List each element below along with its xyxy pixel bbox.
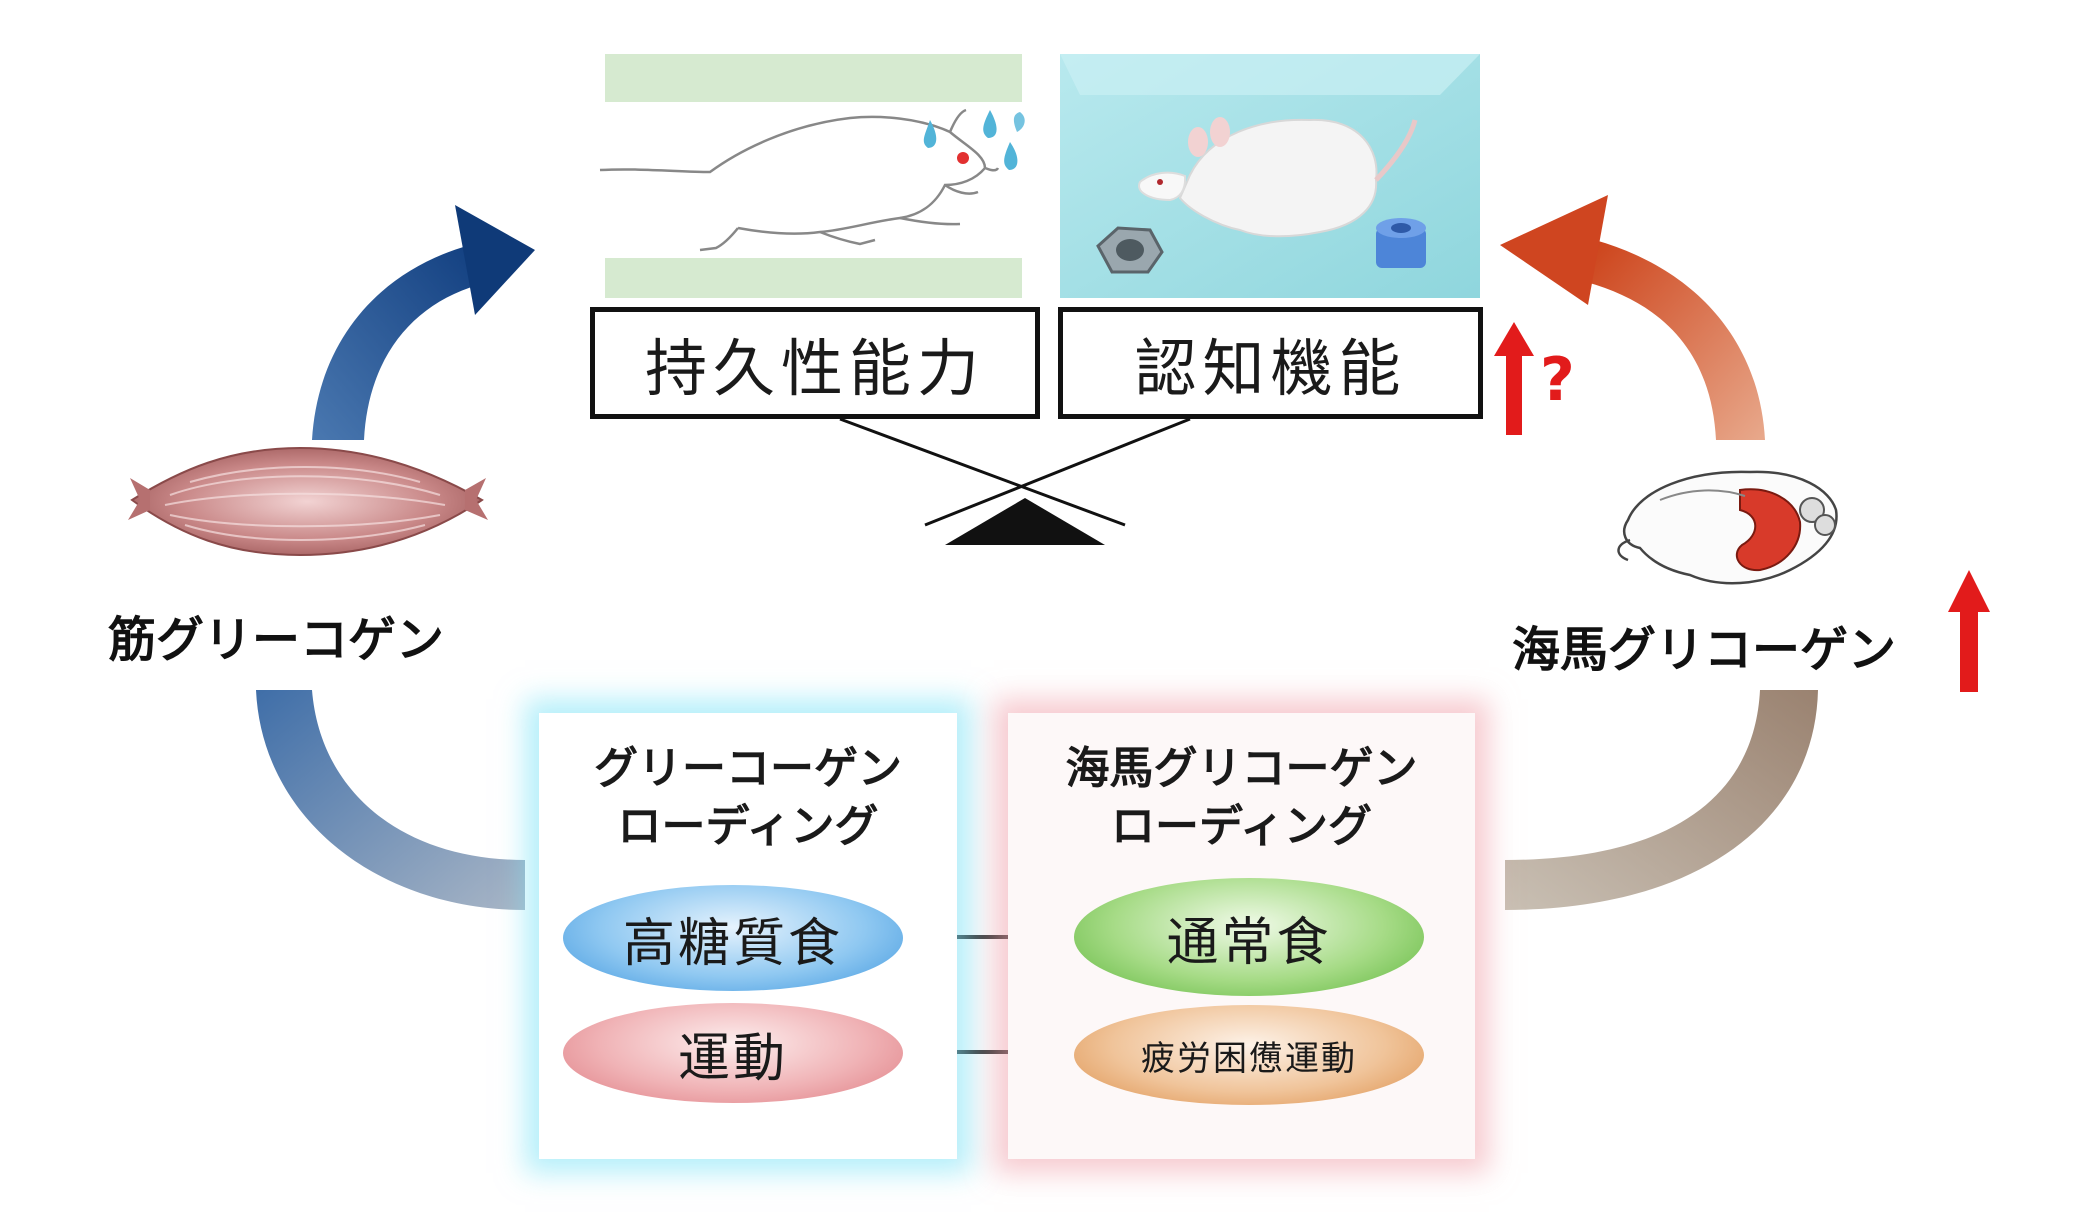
panel-title-line2: ローディング (617, 801, 879, 852)
glycogen-loading-panel: グリーコーゲン ローディング 高糖質食 運動 (539, 713, 957, 1159)
high-carb-diet-oval: 高糖質食 (563, 885, 903, 991)
red-up-arrow-hippocampus (1948, 570, 1990, 692)
blue-cylinder-object (1376, 218, 1426, 268)
exhaustive-exercise-oval: 疲労困憊運動 (1074, 1005, 1424, 1105)
balance-scale-icon (839, 417, 1191, 545)
orange-curved-arrow-up (1500, 195, 1765, 440)
panel-title-line1: グリーコーゲン (594, 743, 902, 794)
panel-title-line2: ローディング (1111, 801, 1372, 852)
blue-curved-arrow-up (312, 205, 535, 440)
brain-hippocampus-icon (1617, 470, 1838, 585)
rat-treadmill-illustration (599, 54, 1025, 298)
rat-object-recognition-photo (1060, 54, 1480, 298)
normal-diet-oval: 通常食 (1074, 878, 1424, 996)
muscle-glycogen-label: 筋グリーコゲン (108, 612, 445, 668)
blue-curved-band-down (256, 690, 525, 910)
tan-curved-band-down (1505, 690, 1818, 910)
red-up-arrow-cognition (1494, 322, 1534, 435)
endurance-box: 持久性能力 (590, 307, 1040, 419)
metal-nut-object (1096, 226, 1164, 274)
hippocampal-glycogen-loading-panel: 海馬グリコーゲン ローディング 通常食 疲労困憊運動 (1008, 713, 1475, 1159)
cognitive-function-box: 認知機能 (1058, 307, 1483, 419)
question-mark: ? (1540, 345, 1575, 415)
exercise-oval: 運動 (563, 1003, 903, 1103)
muscle-icon (128, 446, 488, 557)
hippocampal-glycogen-label: 海馬グリコーゲン (1512, 622, 1897, 678)
panel-title-line1: 海馬グリコーゲン (1065, 743, 1418, 794)
